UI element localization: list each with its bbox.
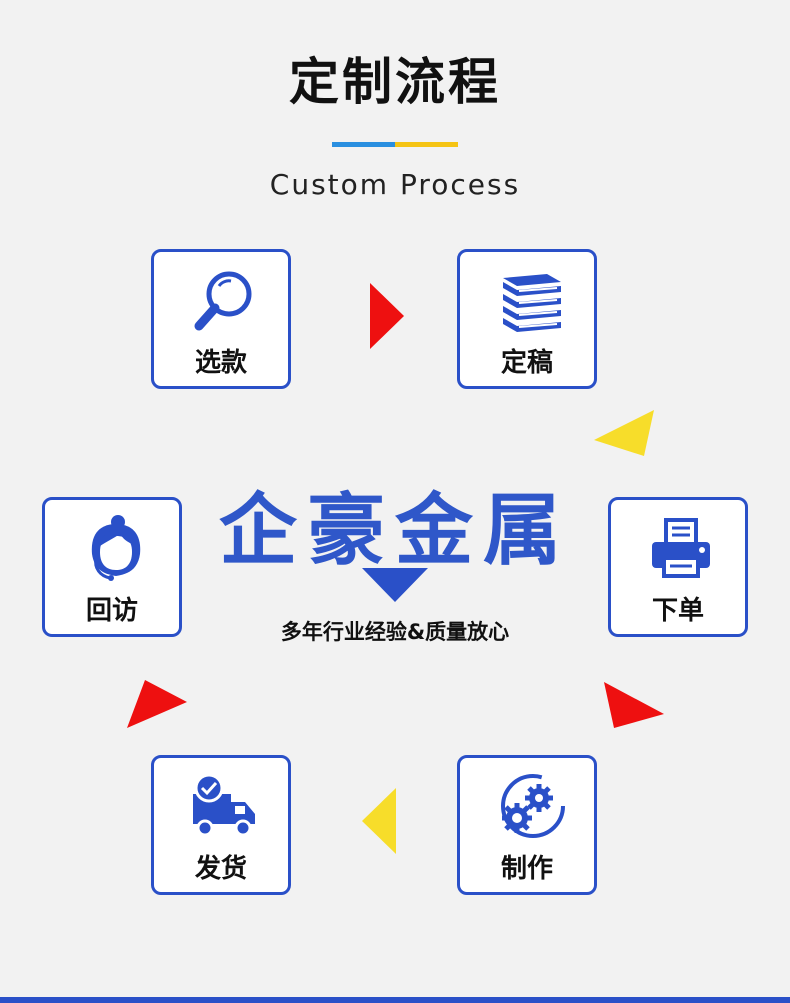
step-place-order: 下单 bbox=[608, 497, 748, 637]
step-select-style: 选款 bbox=[151, 249, 291, 389]
arrow-red-up-right-icon bbox=[127, 680, 187, 728]
arrow-red-down-right-icon bbox=[604, 682, 664, 728]
brand-name: 企豪金属 bbox=[218, 485, 571, 576]
arrow-red-right-icon bbox=[370, 283, 404, 349]
arrow-yellow-down-left-icon bbox=[594, 410, 654, 456]
arrow-yellow-left-icon bbox=[362, 788, 396, 854]
step-label: 发货 bbox=[194, 854, 247, 884]
step-label: 定稿 bbox=[500, 348, 553, 378]
step-production: 制作 bbox=[457, 755, 597, 895]
step-finalize-draft: 定稿 bbox=[457, 249, 597, 389]
stacked-books-icon bbox=[495, 266, 565, 336]
step-label: 选款 bbox=[194, 348, 247, 378]
step-shipping: 发货 bbox=[151, 755, 291, 895]
bottom-accent-line bbox=[0, 997, 790, 1003]
step-follow-up: 回访 bbox=[42, 497, 182, 637]
delivery-truck-icon bbox=[189, 772, 259, 842]
title-divider-blue bbox=[332, 142, 395, 147]
gears-icon bbox=[495, 772, 565, 842]
printer-icon bbox=[646, 514, 716, 584]
page-title: 定制流程 bbox=[289, 53, 501, 111]
down-triangle-icon bbox=[362, 568, 428, 602]
customer-service-headset-icon bbox=[80, 514, 150, 584]
step-label: 回访 bbox=[85, 596, 138, 626]
magnifier-icon bbox=[189, 266, 259, 336]
title-divider-yellow bbox=[395, 142, 458, 147]
page-subtitle: Custom Process bbox=[269, 168, 521, 201]
slogan: 多年行业经验&质量放心 bbox=[280, 620, 510, 644]
step-label: 制作 bbox=[500, 854, 553, 884]
step-label: 下单 bbox=[651, 596, 704, 626]
